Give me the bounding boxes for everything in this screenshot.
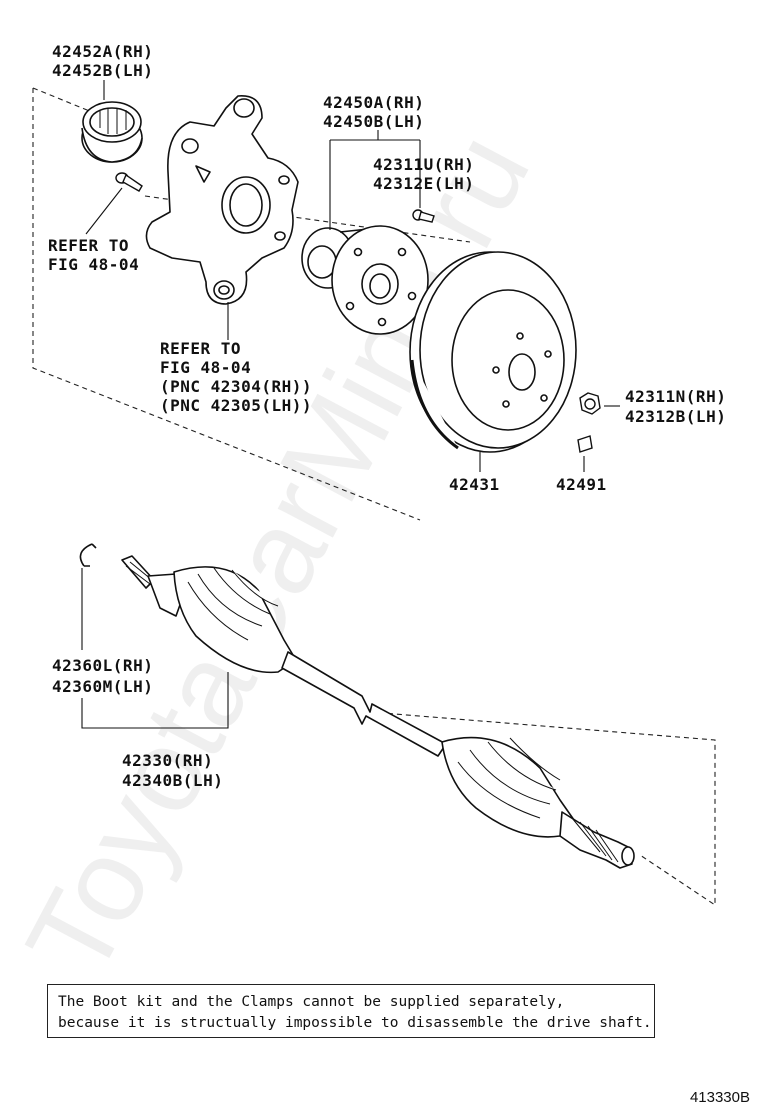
snapring-label-lh: 42360M(LH) xyxy=(52,677,153,696)
refer-label-2-line3: (PNC 42304(RH)) xyxy=(160,377,312,396)
figure-code: 413330B xyxy=(689,1089,750,1106)
nut-label-lh: 42312B(LH) xyxy=(625,407,726,426)
snapring-label-rh: 42360L(RH) xyxy=(52,656,153,675)
refer-label-2-line4: (PNC 42305(LH)) xyxy=(160,396,312,415)
hub-bolt xyxy=(412,209,435,223)
refer-label-2-line1: REFER TO xyxy=(160,339,241,358)
note-line-1: The Boot kit and the Clamps cannot be su… xyxy=(58,994,565,1010)
leader-lines xyxy=(81,80,620,729)
brake-disc xyxy=(409,251,577,453)
hub-nut xyxy=(579,392,601,415)
hub-label-rh: 42450A(RH) xyxy=(323,93,424,112)
refer-label-2-line2: FIG 48-04 xyxy=(160,358,251,377)
knuckle-bolt xyxy=(115,172,143,192)
hub-bolt-label-rh: 42311U(RH) xyxy=(373,155,474,174)
bearing-label-lh: 42452B(LH) xyxy=(52,61,153,80)
refer-label-1-line1: REFER TO xyxy=(48,236,129,255)
hub-label-lh: 42450B(LH) xyxy=(323,112,424,131)
drive-shaft xyxy=(121,555,635,869)
snap-ring xyxy=(79,543,97,567)
hub-assembly xyxy=(301,225,429,335)
nut-label-rh: 42311N(RH) xyxy=(625,387,726,406)
shaft-label-lh: 42340B(LH) xyxy=(122,771,223,790)
wheel-bearing xyxy=(81,101,143,163)
steering-knuckle xyxy=(145,95,299,305)
shaft-label-rh: 42330(RH) xyxy=(122,751,213,770)
hub-bolt-label-lh: 42312E(LH) xyxy=(373,174,474,193)
bearing-label-rh: 42452A(RH) xyxy=(52,42,153,61)
disc-label: 42431 xyxy=(449,475,500,494)
disc-plug xyxy=(577,435,593,453)
note-line-2: because it is structually impossible to … xyxy=(58,1015,652,1031)
refer-label-1-line2: FIG 48-04 xyxy=(48,255,139,274)
note-box: The Boot kit and the Clamps cannot be su… xyxy=(47,984,655,1038)
plug-label: 42491 xyxy=(556,475,607,494)
